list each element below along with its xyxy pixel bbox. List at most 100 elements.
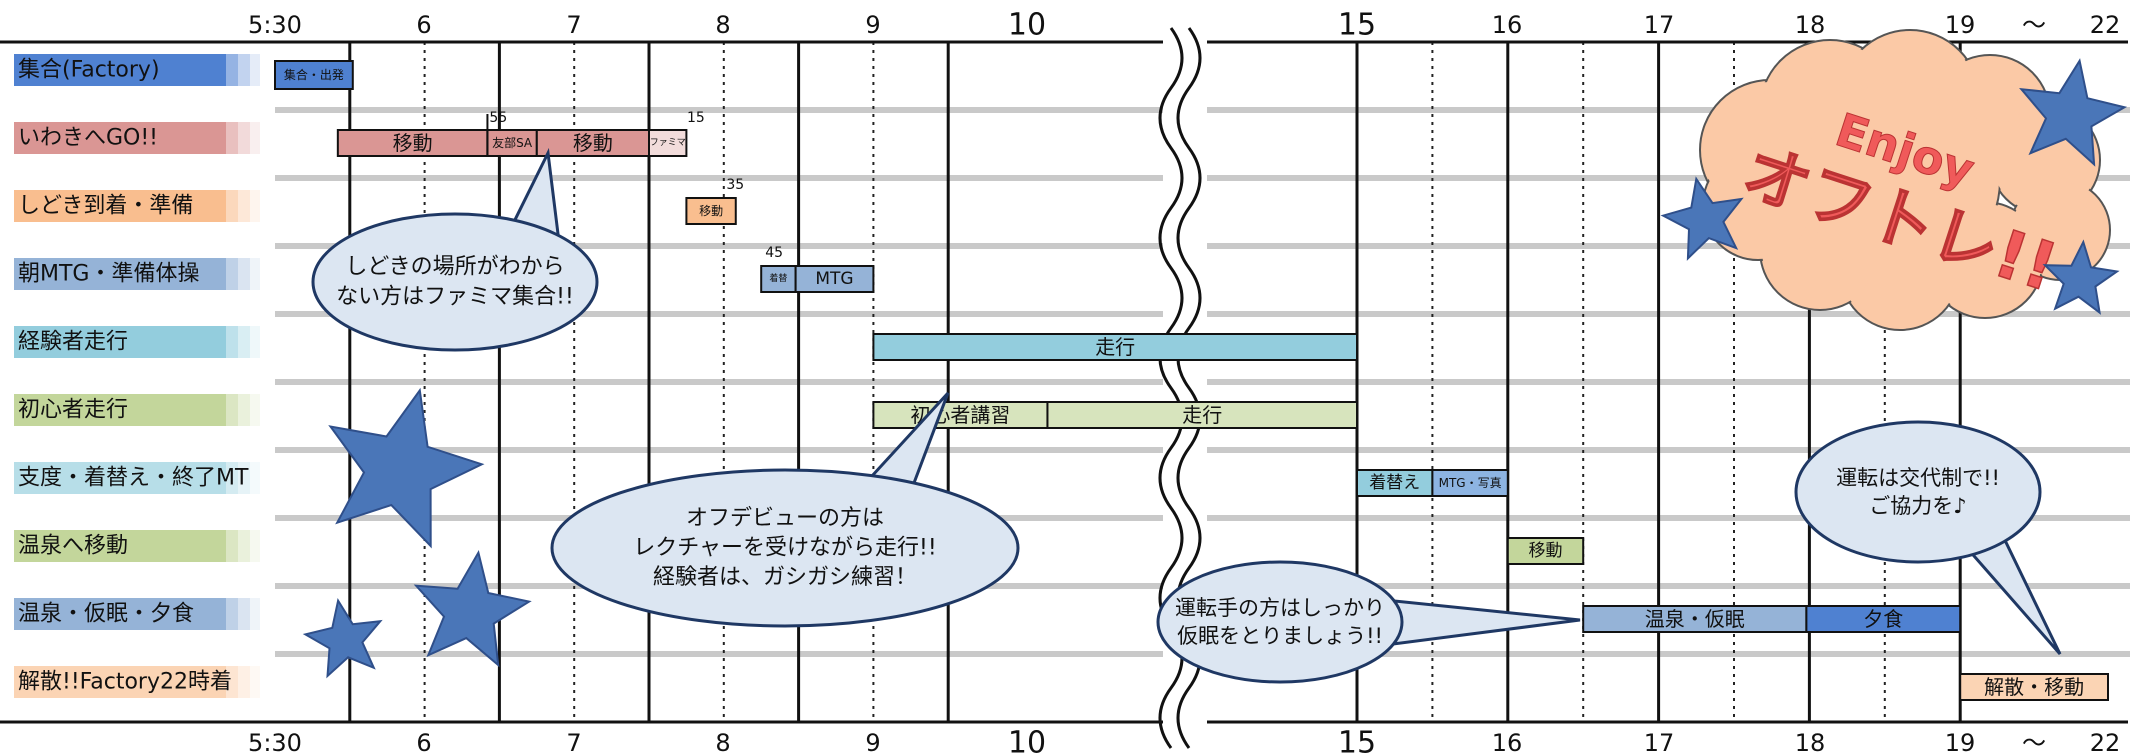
bar: 走行: [1046, 401, 1358, 429]
row-label: いわきへGO!!: [14, 122, 260, 154]
minute-mark: 35: [726, 177, 744, 193]
bar-rect: [274, 60, 354, 90]
bar-rect: [1582, 605, 1808, 633]
row-label-fill: [14, 666, 226, 698]
row-label-fade: [250, 54, 260, 86]
bar-label: 温泉・仮眠: [1645, 607, 1745, 631]
cloud-fill: [1802, 82, 1998, 278]
top-tick-label: 19: [1945, 11, 1976, 39]
bottom-tick-label: 5:30: [248, 729, 302, 755]
row-label-fade: [238, 326, 250, 358]
top-tick-label: 7: [566, 11, 581, 39]
bar: 夕食: [1805, 605, 1962, 633]
row-label-text: 温泉・仮眠・夕食: [18, 602, 194, 627]
bottom-tick-label: 16: [1492, 729, 1523, 755]
bubble-text: オフデビューの方は: [686, 506, 884, 531]
bottom-tick-label: 19: [1945, 729, 1976, 755]
bubble-text: しどきの場所がわから: [345, 255, 564, 280]
bar: 初心者講習: [872, 401, 1049, 429]
row-label-fill: [14, 54, 226, 86]
bar: 集合・出発: [274, 60, 354, 90]
row-label-fade: [226, 666, 238, 698]
row-label: 集合(Factory): [14, 54, 260, 86]
row-label-text: 温泉へ移動: [18, 534, 128, 559]
bar-label: MTG・写真: [1439, 476, 1502, 490]
top-tick-label: 6: [416, 11, 431, 39]
row-label-fade: [238, 666, 250, 698]
row-label-text: 支度・着替え・終了MT: [18, 466, 249, 491]
cloud-fill: [1705, 152, 1811, 258]
top-tick-label: 22: [2090, 11, 2121, 39]
row-label-text: 経験者走行: [18, 330, 128, 355]
star-badge-left: [1660, 176, 1744, 261]
row-label: 初心者走行: [14, 394, 260, 426]
row-label: しどき到着・準備: [14, 190, 260, 222]
row-label-fill: [14, 122, 226, 154]
bubble-text: レクチャーを受けながら走行!!: [633, 536, 936, 561]
row-label-fade: [226, 190, 238, 222]
bubble-text: 仮眠をとりましょう!!: [1177, 624, 1383, 648]
top-tick-label: 10: [1008, 8, 1046, 43]
row-label: 支度・着替え・終了MT: [14, 462, 260, 494]
star-badge-bottom: [2042, 239, 2120, 315]
top-tick-label: 〜: [2022, 11, 2046, 39]
row-label-fade: [226, 258, 238, 290]
bottom-tick-label: 6: [416, 729, 431, 755]
row-label-text: いわきへGO!!: [18, 126, 158, 151]
bar-label: 夕食: [1863, 607, 1903, 631]
bar-rect: [872, 333, 1359, 361]
row-label-fill: [14, 598, 226, 630]
row-label-fade: [250, 598, 260, 630]
row-label-text: 朝MTG・準備体操: [18, 262, 199, 287]
bar: 着替: [760, 265, 797, 293]
bar: ファミマ: [648, 129, 688, 157]
row-label-fade: [238, 122, 250, 154]
bar-label: 集合・出発: [284, 67, 344, 82]
row-label-fade: [238, 462, 250, 494]
bar: 解散・移動: [1959, 673, 2109, 701]
row-label-fade: [238, 530, 250, 562]
row-label-text: 集合(Factory): [18, 58, 160, 83]
row-label-fill: [14, 394, 226, 426]
row-label-fade: [226, 598, 238, 630]
bottom-tick-label: 15: [1338, 726, 1376, 755]
top-tick-label: 15: [1338, 8, 1376, 43]
minute-mark: 15: [687, 110, 705, 126]
bubble-tail: [1383, 598, 1581, 647]
bar-rect: [1959, 673, 2109, 701]
row-label-fade: [238, 598, 250, 630]
row-label-text: 初心者走行: [18, 398, 128, 423]
bar-rect: [336, 129, 489, 157]
bar: MTG・写真: [1431, 469, 1509, 497]
row-label: 経験者走行: [14, 326, 260, 358]
bar-label: 走行: [1095, 335, 1135, 359]
minute-mark: 45: [765, 245, 783, 261]
bar-rect: [1506, 537, 1585, 565]
row-label-fade: [226, 122, 238, 154]
top-tick-label: 8: [715, 11, 730, 39]
bar-rect: [872, 401, 1049, 429]
row-label-fade: [250, 190, 260, 222]
bubble-rotation: 運転は交代制で!!ご協力を♪: [1794, 420, 2062, 655]
bar-label: 着替え: [1369, 473, 1420, 493]
bottom-tick-label: 〜: [2022, 729, 2046, 755]
row-label-fade: [250, 462, 260, 494]
bar: 移動: [336, 129, 489, 157]
bar-label: ファミマ: [650, 138, 686, 148]
bubble-text: ない方はファミマ集合!!: [336, 284, 574, 309]
row-labels: 集合(Factory) いわきへGO!! しどき到着・準備朝MTG・準備体操経験者走…: [14, 54, 260, 698]
top-tick-label: 5:30: [248, 11, 302, 39]
row-label-text: しどき到着・準備: [18, 194, 193, 219]
row-label-text: 解散!!Factory22時着: [18, 670, 232, 695]
bar: 移動: [1506, 537, 1585, 565]
bar-label: 移動: [1529, 541, 1563, 561]
bar: 温泉・仮眠: [1582, 605, 1808, 633]
bar-label: 移動: [573, 131, 613, 155]
top-tick-label: 18: [1795, 11, 1826, 39]
row-label-fade: [238, 394, 250, 426]
